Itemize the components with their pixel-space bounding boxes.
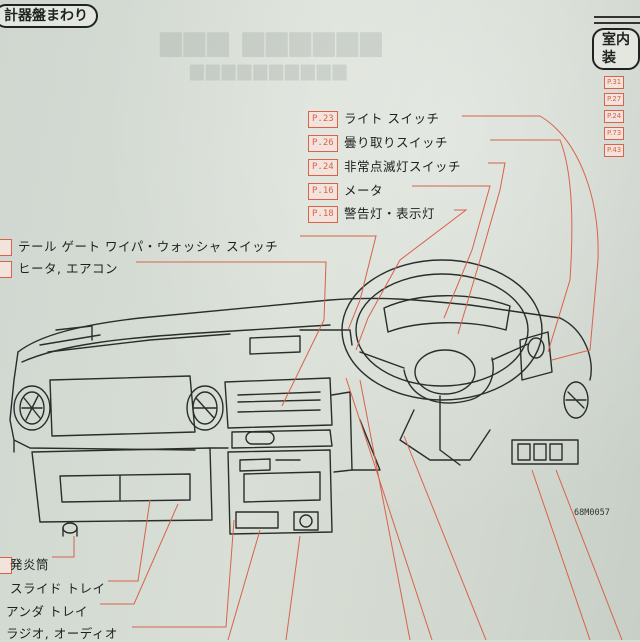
page-ref-badge: P.26 (308, 135, 338, 152)
page-ref-badge (0, 239, 12, 256)
callout-light-switch: ライト スイッチ (344, 111, 440, 126)
right-ref: P.24 (604, 110, 625, 123)
figure-code: 68M0057 (574, 508, 610, 518)
right-ref: P.43 (604, 144, 625, 157)
callout-tailgate-wiper-switch: テール ゲート ワイパ・ウォッシャ スイッチ (18, 239, 279, 254)
page-ref-badge: P.16 (308, 183, 338, 200)
page-ref-badge: P.18 (308, 206, 338, 223)
page-ref-badge (0, 557, 12, 574)
callout-slide-tray: スライド トレイ (10, 581, 106, 596)
callout-heater-aircon: ヒータ, エアコン (18, 261, 118, 276)
right-ref: P.27 (604, 93, 625, 106)
page-ref-badge (0, 261, 12, 278)
show-through-text: ▆▆▆▆▆▆▆▆▆▆ (190, 60, 349, 81)
section-title-tab: 計器盤まわり (0, 4, 98, 28)
callout-radio-audio: ラジオ, オーディオ (6, 626, 118, 641)
right-section-tab: 室内装 (592, 28, 640, 70)
callout-hazard-switch: 非常点滅灯スイッチ (344, 159, 462, 174)
show-through-text: ▆▆▆ ▆▆▆▆▆▆ (160, 24, 384, 57)
right-ref: P.31 (604, 76, 625, 89)
callout-under-tray: アンダ トレイ (6, 604, 88, 619)
callout-warning-lamps: 警告灯・表示灯 (344, 206, 436, 221)
callout-meter: メータ (344, 183, 384, 198)
right-section-title: 室内装 (602, 32, 630, 66)
section-title: 計器盤まわり (4, 8, 88, 24)
right-ref: P.73 (604, 127, 625, 140)
header-rule (594, 16, 640, 24)
page-ref-badge: P.24 (308, 159, 338, 176)
page-ref-badge: P.23 (308, 111, 338, 128)
callout-flare: 発炎筒 (10, 557, 50, 572)
callout-defogger-switch: 曇り取りスイッチ (344, 135, 449, 150)
